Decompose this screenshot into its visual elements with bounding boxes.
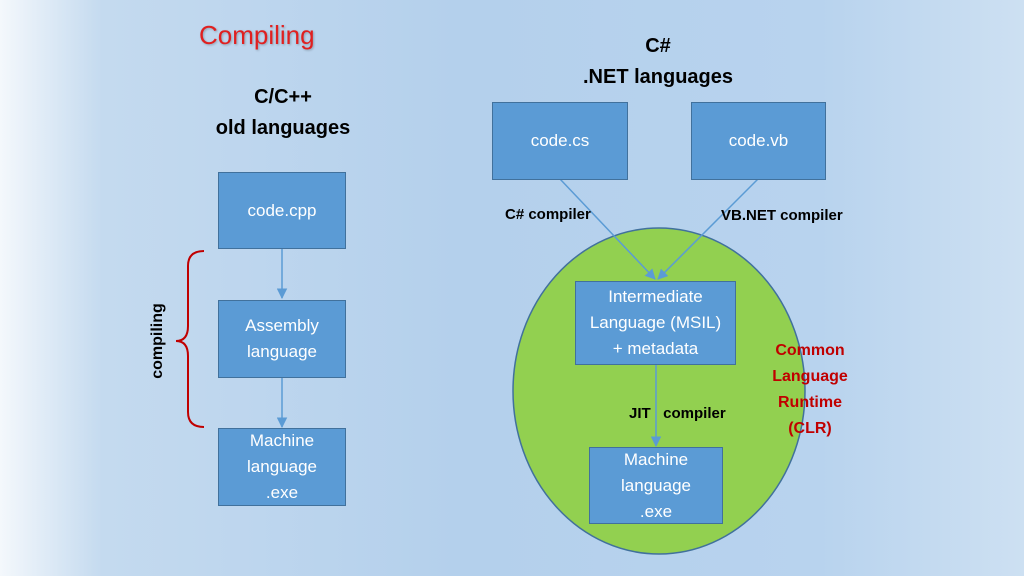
right-heading: C# .NET languages [558,31,758,93]
box-code-cs: code.cs [492,102,628,180]
arrow-cs-to-il [559,178,656,280]
label-cs-compiler: C# compiler [505,206,591,223]
box-right-machine-language: Machine language .exe [589,447,723,524]
brace-label-wrapper: compiling [118,303,198,379]
label-vb-compiler: VB.NET compiler [721,207,843,224]
box-code-vb: code.vb [691,102,826,180]
right-heading-line2: .NET languages [582,66,734,88]
arrow-vb-to-il [657,178,759,280]
brace-label: compiling [149,303,166,379]
left-heading: C/C++ old languages [183,82,383,144]
compiling-brace [175,250,205,428]
box-assembly-language: Assembly language [218,300,346,378]
slide-title: Compiling [199,20,315,50]
left-heading-line2: old languages [215,117,351,139]
box-code-cpp: code.cpp [218,172,346,249]
box-left-machine-language: Machine language .exe [218,428,346,506]
right-heading-line1: C# [645,35,671,57]
left-heading-line1: C/C++ [254,86,312,108]
label-jit-compiler: JIT compiler [629,405,726,422]
clr-label: Common Language Runtime (CLR) [772,342,848,437]
box-intermediate-language: Intermediate Language (MSIL) + metadata [575,281,736,365]
